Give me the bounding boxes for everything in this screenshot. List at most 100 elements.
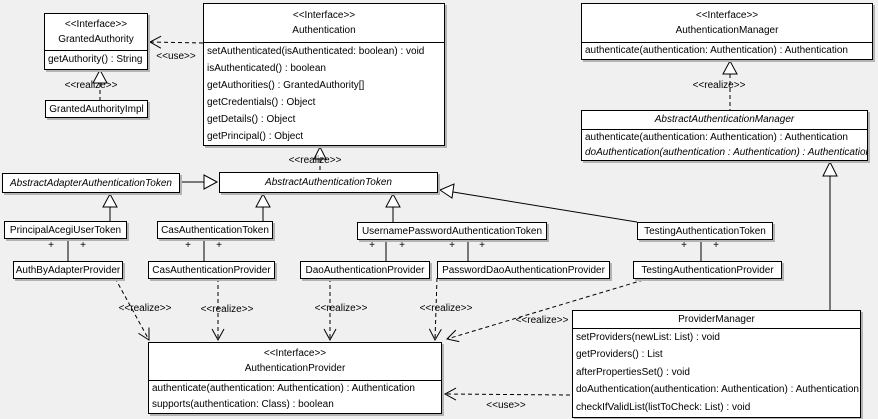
class-header: ProviderManager [573, 311, 860, 329]
method: getProviders() : List [576, 349, 663, 361]
class-header: <<Interface>> AuthenticationManager [582, 4, 872, 43]
class-cas-authentication-provider: CasAuthenticationProvider [148, 261, 275, 279]
use-edge-authentication-grantedauthority [148, 35, 204, 49]
class-name: AuthByAdapterProvider [15, 264, 121, 276]
class-name: CasAuthenticationToken [161, 224, 269, 236]
association-end-label: + [185, 240, 191, 251]
realize-label: <<realize>> [692, 80, 746, 91]
class-cas-authentication-token: CasAuthenticationToken [157, 221, 273, 239]
class-name: TestingAuthenticationToken [644, 225, 766, 237]
class-provider-manager: ProviderManager setProviders(newList: Li… [572, 310, 861, 418]
class-name: CasAuthenticationProvider [152, 264, 271, 276]
class-auth-by-adapter-provider: AuthByAdapterProvider [13, 261, 123, 279]
method: doAuthentication(authentication : Authen… [585, 147, 867, 158]
class-name: Authentication [292, 24, 356, 36]
method: checkIfValidList(listToCheck: List) : vo… [576, 401, 751, 413]
class-granted-authority-impl: GrantedAuthorityImpl [45, 100, 148, 118]
class-abstract-authentication-manager: AbstractAuthenticationManager authentica… [581, 110, 868, 161]
class-name: AbstractAuthenticationManager [654, 114, 795, 125]
stereotype: <<Interface>> [64, 18, 128, 30]
class-name: AuthenticationProvider [244, 363, 346, 374]
class-authentication-provider: <<Interface>> AuthenticationProvider aut… [148, 342, 442, 414]
class-name: UsernamePasswordAuthenticationToken [361, 225, 543, 237]
association-end-label: + [216, 240, 222, 251]
class-header: <<Interface>> AuthenticationProvider [149, 343, 441, 381]
stereotype: <<Interface>> [292, 9, 356, 21]
association-end-label: + [479, 240, 485, 251]
generalization-arrowhead [255, 192, 271, 208]
class-password-dao-authentication-provider: PasswordDaoAuthenticationProvider [437, 261, 610, 279]
class-name: AuthenticationManager [675, 24, 779, 36]
realize-label: <<realize>> [118, 303, 172, 314]
association-end-label: + [681, 240, 687, 251]
methods-compartment: setProviders(newList: List) : void getPr… [573, 329, 860, 416]
generalization-arrowhead [203, 174, 219, 190]
method: supports(authentication: Class) : boolea… [152, 399, 334, 410]
method: getAuthorities() : GrantedAuthority[] [207, 80, 365, 91]
class-principal-acegi-user-token: PrincipalAcegiUserToken [4, 221, 127, 239]
class-abstract-authentication-token: AbstractAuthenticationToken [219, 172, 438, 193]
generalization-arrowhead [102, 192, 118, 208]
class-name: AbstractAuthenticationToken [265, 177, 392, 188]
use-label: <<use>> [486, 400, 526, 411]
class-header: AbstractAuthenticationManager [582, 111, 867, 130]
association-end-label: + [399, 240, 405, 251]
association-end-label: + [713, 240, 719, 251]
class-name: ProviderManager [678, 313, 755, 325]
association-end-label: + [80, 240, 86, 251]
method: isAuthenticated() : boolean [207, 63, 326, 74]
realize-arrowhead [313, 145, 327, 160]
realize-edge-passworddao-provider [428, 277, 442, 342]
class-authentication: <<Interface>> Authentication setAuthenti… [203, 3, 445, 146]
realize-label: <<realize>> [64, 80, 118, 91]
method: setAuthenticated(isAuthenticated: boolea… [207, 46, 425, 57]
stereotype: <<Interface>> [695, 9, 759, 21]
realize-label: <<realize>> [515, 315, 569, 326]
association-end-label: + [48, 240, 54, 251]
realize-label: <<realize>> [200, 304, 254, 315]
method: doAuthentication(authentication: Authent… [576, 384, 859, 396]
class-name: TestingAuthenticationProvider [641, 264, 774, 276]
stereotype: <<Interface>> [263, 348, 327, 359]
method: getAuthority() : String [48, 54, 143, 65]
realize-edge-authbyadapter-provider [114, 277, 150, 341]
generalization-edge-testing-token [452, 191, 638, 223]
methods-compartment: getAuthority() : String [45, 51, 147, 69]
class-authentication-manager: <<Interface>> AuthenticationManager auth… [581, 3, 873, 60]
realize-edge-testing-provider [446, 277, 651, 343]
class-name: PasswordDaoAuthenticationProvider [442, 264, 605, 276]
class-testing-authentication-provider: TestingAuthenticationProvider [633, 261, 782, 279]
realize-arrowhead [92, 68, 108, 84]
class-username-password-authentication-token: UsernamePasswordAuthenticationToken [357, 222, 547, 240]
class-name: PrincipalAcegiUserToken [9, 224, 122, 236]
method: afterPropertiesSet() : void [576, 366, 690, 378]
methods-compartment: setAuthenticated(isAuthenticated: boolea… [204, 43, 444, 145]
generalization-arrowhead [822, 160, 838, 177]
method: getDetails() : Object [207, 114, 296, 125]
use-edge-providermanager-authenticationprovider [443, 387, 571, 401]
class-dao-authentication-provider: DaoAuthenticationProvider [300, 261, 430, 279]
class-name: GrantedAuthority [58, 33, 134, 45]
methods-compartment: authenticate(authentication: Authenticat… [149, 381, 441, 413]
realize-label: <<realize>> [314, 303, 368, 314]
realize-label: <<realize>> [288, 155, 342, 166]
method: authenticate(authentication: Authenticat… [152, 383, 415, 394]
methods-compartment: authenticate(authentication: Authenticat… [582, 130, 867, 160]
method: setProviders(newList: List) : void [576, 332, 720, 343]
association-end-label: + [449, 240, 455, 251]
realize-label: <<realize>> [419, 303, 473, 314]
use-label: <<use>> [156, 51, 196, 62]
realize-arrowhead [722, 59, 738, 75]
method: authenticate(authentication: Authenticat… [585, 45, 848, 56]
class-name: GrantedAuthorityImpl [49, 103, 144, 115]
class-name: DaoAuthenticationProvider [305, 264, 425, 276]
class-header: <<Interface>> GrantedAuthority [45, 14, 147, 51]
methods-compartment: authenticate(authentication: Authenticat… [582, 43, 872, 59]
class-name: AbstractAdapterAuthenticationToken [10, 177, 172, 189]
class-granted-authority: <<Interface>> GrantedAuthority getAuthor… [44, 13, 148, 70]
class-header: <<Interface>> Authentication [204, 4, 444, 43]
association-end-label: + [369, 240, 375, 251]
method: getPrincipal() : Object [207, 131, 304, 142]
